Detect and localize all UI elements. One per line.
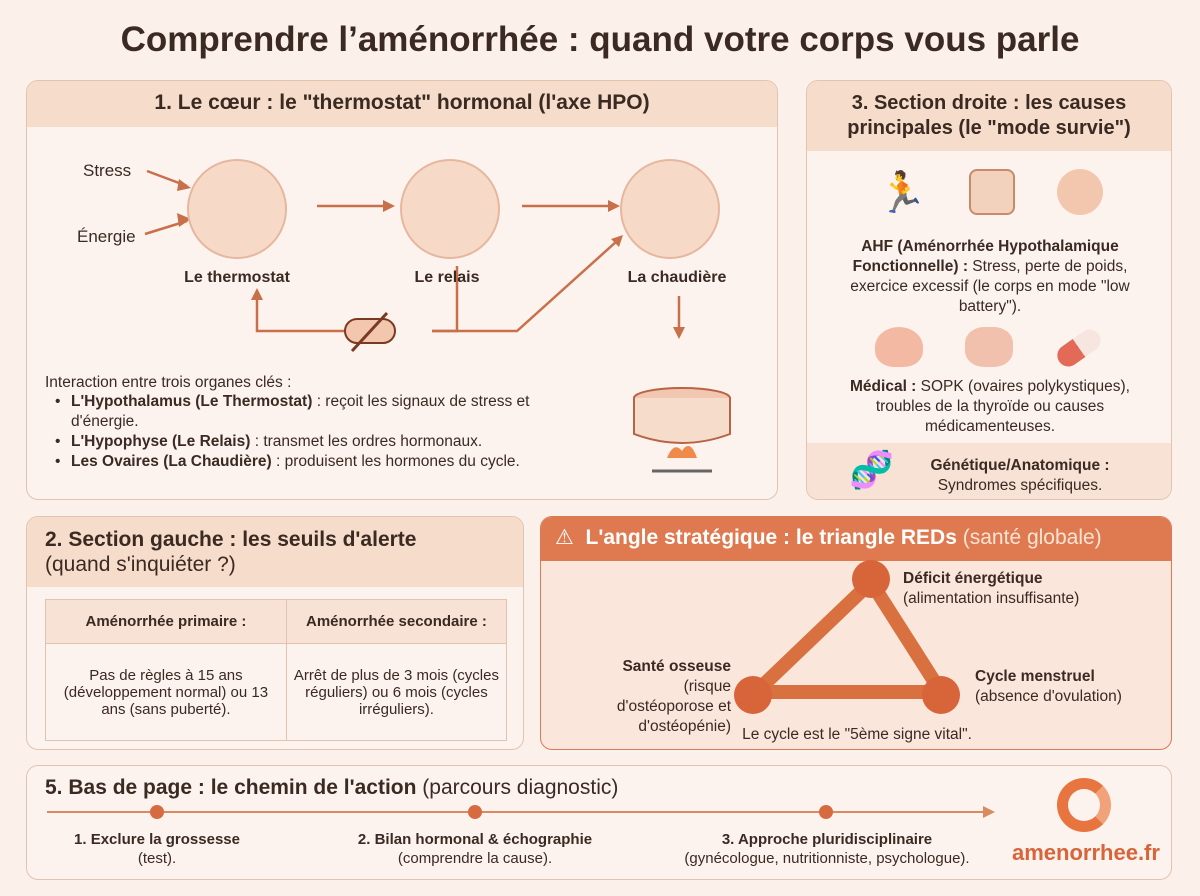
organ-item: Les Ovaires (La Chaudière) : produisent … bbox=[45, 452, 565, 472]
cause-medical: Médical : SOPK (ovaires polykystiques), … bbox=[850, 378, 1130, 435]
organ-list: L'Hypothalamus (Le Thermostat) : reçoit … bbox=[45, 392, 565, 472]
section-alert-thresholds: 2. Section gauche : les seuils d'alerte(… bbox=[26, 516, 524, 750]
reds-footer: Le cycle est le "5ème signe vital". bbox=[742, 726, 972, 743]
deficit-node-icon bbox=[852, 560, 890, 598]
cell-primaire: Pas de règles à 15 ans (développement no… bbox=[45, 643, 287, 741]
pill-icon bbox=[1053, 325, 1105, 371]
node-deficit: Déficit énergétique(alimentation insuffi… bbox=[903, 570, 1080, 607]
input-energie: Énergie bbox=[77, 227, 136, 246]
reds-heading: ⚠ L'angle stratégique : le triangle REDs… bbox=[541, 517, 1171, 561]
uterus-icon bbox=[875, 327, 923, 367]
node-osseuse: Santé osseuse(risque d'ostéoporose et d'… bbox=[616, 658, 731, 735]
logo-text: amenorrhee.fr bbox=[1012, 840, 1160, 865]
thyroid-icon bbox=[965, 327, 1013, 367]
organ-intro: Interaction entre trois organes clés : bbox=[45, 374, 292, 391]
brain-icon bbox=[187, 159, 287, 259]
boiling-pot-icon bbox=[633, 387, 731, 473]
pituitary-icon bbox=[400, 159, 500, 259]
step-3: 3. Approche pluridisciplinaire(gynécolog… bbox=[684, 831, 970, 867]
node-cycle: Cycle menstruel(absence d'ovulation) bbox=[975, 668, 1122, 705]
section-3-heading: 3. Section droite : les causes principal… bbox=[807, 81, 1171, 151]
organ-relais: Le relais bbox=[414, 269, 480, 286]
step-1: 1. Exclure la grossesse(test). bbox=[74, 831, 240, 867]
scale-icon bbox=[968, 169, 1015, 215]
section-1-heading: 1. Le cœur : le "thermostat" hormonal (l… bbox=[27, 81, 777, 127]
organ-item: L'Hypothalamus (Le Thermostat) : reçoit … bbox=[45, 392, 565, 432]
timeline-arrow-icon bbox=[983, 806, 995, 818]
section-hpo-axis: 1. Le cœur : le "thermostat" hormonal (l… bbox=[26, 80, 778, 500]
col-secondaire: Aménorrhée secondaire : bbox=[285, 599, 508, 644]
cause-ahf: AHF (Aménorrhée Hypothalamique Fonctionn… bbox=[850, 238, 1130, 315]
section-5-heading: 5. Bas de page : le chemin de l'action (… bbox=[45, 776, 619, 799]
stressed-person-icon bbox=[1056, 169, 1103, 215]
logo-icon bbox=[1057, 778, 1111, 832]
triangle-diagram bbox=[734, 560, 960, 714]
step-dot bbox=[468, 805, 482, 819]
bone-node-icon bbox=[734, 676, 772, 714]
section-causes: 3. Section droite : les causes principal… bbox=[806, 80, 1172, 500]
threshold-table: Aménorrhée primaire :Aménorrhée secondai… bbox=[45, 599, 508, 741]
dna-icon: 🧬 bbox=[849, 449, 894, 490]
step-dot bbox=[150, 805, 164, 819]
organ-item: L'Hypophyse (Le Relais) : transmet les o… bbox=[45, 432, 565, 452]
section-2-heading: 2. Section gauche : les seuils d'alerte(… bbox=[27, 517, 523, 587]
warning-icon: ⚠ bbox=[555, 526, 574, 549]
step-dot bbox=[819, 805, 833, 819]
hpo-arrows bbox=[144, 169, 685, 353]
col-primaire: Aménorrhée primaire : bbox=[45, 599, 287, 644]
clock-node-icon bbox=[922, 676, 960, 714]
section-reds-triangle: ⚠ L'angle stratégique : le triangle REDs… bbox=[540, 516, 1172, 750]
cause-genetique: Génétique/Anatomique :Syndromes spécifiq… bbox=[930, 457, 1110, 494]
input-stress: Stress bbox=[83, 161, 132, 180]
page-title: Comprendre l’aménorrhée : quand votre co… bbox=[120, 20, 1080, 59]
step-2: 2. Bilan hormonal & échographie(comprend… bbox=[357, 831, 593, 867]
organ-thermostat: Le thermostat bbox=[184, 269, 290, 286]
section-action-path: 5. Bas de page : le chemin de l'action (… bbox=[26, 765, 1172, 880]
ovary-icon bbox=[620, 159, 720, 259]
runner-icon: 🏃 bbox=[877, 171, 927, 215]
cell-secondaire: Arrêt de plus de 3 mois (cycles régulier… bbox=[285, 643, 508, 741]
organ-chaudiere: La chaudière bbox=[627, 269, 727, 286]
timeline-line bbox=[47, 811, 987, 813]
